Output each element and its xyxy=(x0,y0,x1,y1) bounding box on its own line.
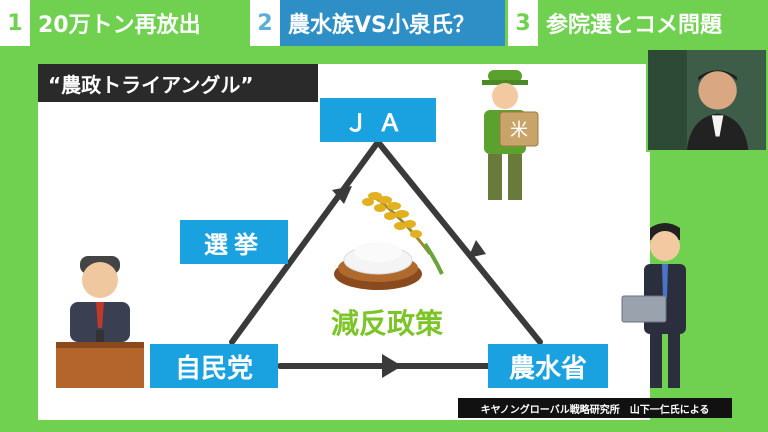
officer-illustration xyxy=(621,223,686,388)
tab-topic-3[interactable]: 3 参院選とコメ問題 xyxy=(508,0,768,46)
node-ja: ＪＡ xyxy=(320,98,436,142)
node-election: 選挙 xyxy=(180,220,288,264)
presenter-webcam xyxy=(646,48,768,152)
center-label-gentan: 減反政策 xyxy=(306,302,468,342)
tab-number: 1 xyxy=(0,0,30,46)
farmer-illustration: 米 xyxy=(482,70,539,200)
tab-number: 2 xyxy=(250,0,280,46)
source-credit: キヤノングローバル戦略研究所 山下一仁氏による xyxy=(458,398,732,418)
topic-tab-bar: 1 20万トン再放出 2 農水族VS小泉氏？ 3 参院選とコメ問題 xyxy=(0,0,768,46)
politician-illustration xyxy=(56,256,144,388)
node-maff: 農水省 xyxy=(488,344,608,388)
diagram-title: “農政トライアングル” xyxy=(38,64,318,102)
tab-label: 20万トン再放出 xyxy=(30,0,247,46)
svg-text:米: 米 xyxy=(510,120,528,141)
rice-bowl-illustration xyxy=(334,192,444,290)
tab-topic-2[interactable]: 2 農水族VS小泉氏？ xyxy=(250,0,508,46)
tab-label: 参院選とコメ問題 xyxy=(538,0,768,46)
tab-topic-1[interactable]: 1 20万トン再放出 xyxy=(0,0,250,46)
node-ldp: 自民党 xyxy=(150,344,278,388)
tab-label: 農水族VS小泉氏？ xyxy=(280,0,505,46)
tab-number: 3 xyxy=(508,0,538,46)
